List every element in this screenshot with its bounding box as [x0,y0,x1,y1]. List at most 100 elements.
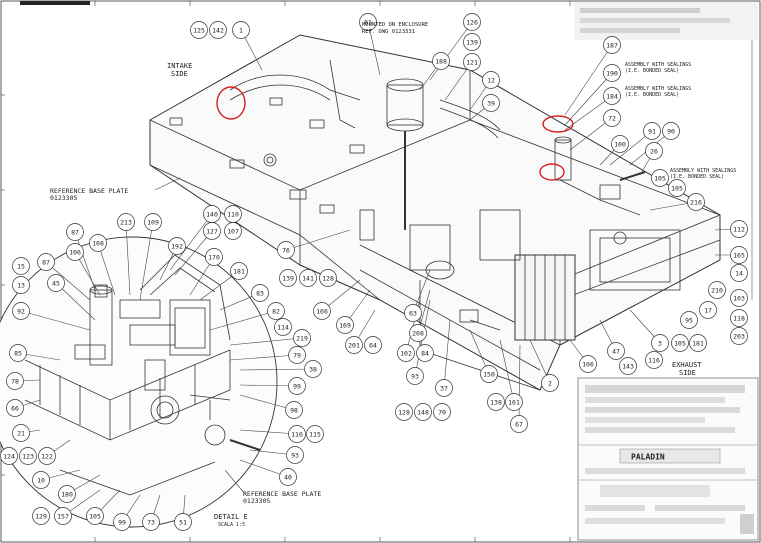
balloon-label-b85: 85 [14,349,22,357]
frame-scale-bar [20,1,90,5]
balloon-label-b67: 67 [515,420,523,428]
balloon-circle-b125 [190,21,208,39]
balloon-label-b39: 39 [487,99,495,107]
balloon-label-b93b: 93 [291,451,299,459]
leader-line-b82 [209,310,277,331]
balloon-label-b79: 79 [293,351,301,359]
note-assembly3-line1: ASSEMBLY WITH SEALINGS [670,168,736,174]
balloon-label-b184: 184 [606,92,618,100]
balloon-circle-b90 [662,122,680,140]
balloon-circle-b45 [47,274,65,292]
balloon-circle-b118 [730,309,748,327]
balloon-label-b91: 91 [648,127,656,135]
balloon-label-b126: 126 [466,18,478,26]
balloon-circle-b150 [480,365,498,383]
ref-base-plate-line2: 0123305 [50,194,77,202]
balloon-circle-b72 [603,109,621,127]
leader-line-b79 [229,354,298,361]
balloon-circle-b78 [6,372,24,390]
balloon-circle-b139b [279,269,297,287]
balloon-circle-b187 [603,36,621,54]
balloon-circle-b114 [274,318,292,336]
highlight-marker-intake [216,86,246,120]
balloon-circle-b116b [288,425,306,443]
balloon-label-b92: 92 [17,307,25,315]
note-assembly1-line1: ASSEMBLY WITH SEALINGS [625,62,691,68]
balloon-circle-b12 [482,71,500,89]
leader-line-b91 [609,130,653,166]
balloon-circle-b201 [345,336,363,354]
balloon-circle-b138 [487,393,505,411]
balloon-label-b45: 45 [52,279,60,287]
balloon-circle-b15 [12,257,30,275]
detail-e-title: DETAIL E [214,513,248,521]
balloon-circle-b143 [619,357,637,375]
frame-tick-marks [1,1,571,542]
note-mounted-line1: MOUNTED ON ENCLOSURE [362,22,428,28]
balloon-label-b105a: 105 [654,174,666,182]
balloon-label-b70: 70 [438,408,446,416]
balloon-label-b208: 208 [412,329,424,337]
balloon-circle-b100 [611,135,629,153]
balloon-circle-b181b [230,262,248,280]
balloon-label-b63: 63 [409,309,417,317]
balloon-label-b190: 190 [606,69,618,77]
balloon-label-b166: 166 [316,307,328,315]
balloon-label-b72: 72 [608,114,616,122]
balloon-label-b73: 73 [147,518,155,526]
balloon-label-b181: 181 [692,339,704,347]
leader-line-b126 [429,21,473,81]
balloon-label-b181b: 181 [233,267,245,275]
balloon-circle-b219 [293,329,311,347]
balloon-label-b105d: 105 [89,512,101,520]
balloon-circle-b83 [251,284,269,302]
balloon-label-b114: 114 [277,323,289,331]
balloon-circle-b129 [32,507,50,525]
balloon-label-b187: 187 [606,41,618,49]
leader-line-b184 [564,95,613,131]
note-assembly2-line1: ASSEMBLY WITH SEALINGS [625,86,691,92]
balloon-circle-b108 [89,234,107,252]
balloon-label-b95: 95 [685,316,693,324]
leader-line-b109 [139,221,154,301]
title-block-logo: PALADIN [631,453,665,462]
balloon-label-b141: 141 [302,274,314,282]
balloon-circle-b165 [730,246,748,264]
leader-line-b37 [443,319,451,389]
leader-line-b87a [45,261,91,301]
balloon-label-b123: 123 [22,452,34,460]
balloon-label-b118: 118 [733,314,745,322]
leader-lines [14,21,740,523]
balloon-circle-b26 [645,142,663,160]
balloon-label-b210: 210 [711,286,723,294]
balloon-circle-b128 [395,403,413,421]
balloon-circle-b203 [730,327,748,345]
balloon-label-b129: 129 [35,512,47,520]
balloon-circle-b213 [117,213,135,231]
leader-line-b140 [169,213,213,271]
balloon-label-b93: 93 [411,372,419,380]
balloon-circle-b73 [142,513,160,531]
balloon-circle-b166 [313,302,331,320]
balloon-circle-b14 [730,264,748,282]
leader-line-b219 [229,337,303,346]
balloon-label-b47: 47 [612,347,620,355]
balloon-circle-b103 [730,289,748,307]
balloon-circle-b216 [687,193,705,211]
balloon-label-b103: 103 [733,294,745,302]
balloon-circle-b1 [232,21,250,39]
balloon-circle-b99a [288,377,306,395]
leader-line-b108 [97,242,116,296]
balloon-label-b216: 216 [690,198,702,206]
balloon-circle-b188 [432,52,450,70]
balloon-label-b15: 15 [17,262,25,270]
balloon-label-b127: 127 [206,227,218,235]
balloon-circle-b116 [645,351,663,369]
exhaust-side-label-line1: EXHAUST [672,361,702,369]
leader-line-b127 [174,230,213,276]
balloon-circle-b142 [209,21,227,39]
balloon-label-b81: 81 [364,18,372,26]
